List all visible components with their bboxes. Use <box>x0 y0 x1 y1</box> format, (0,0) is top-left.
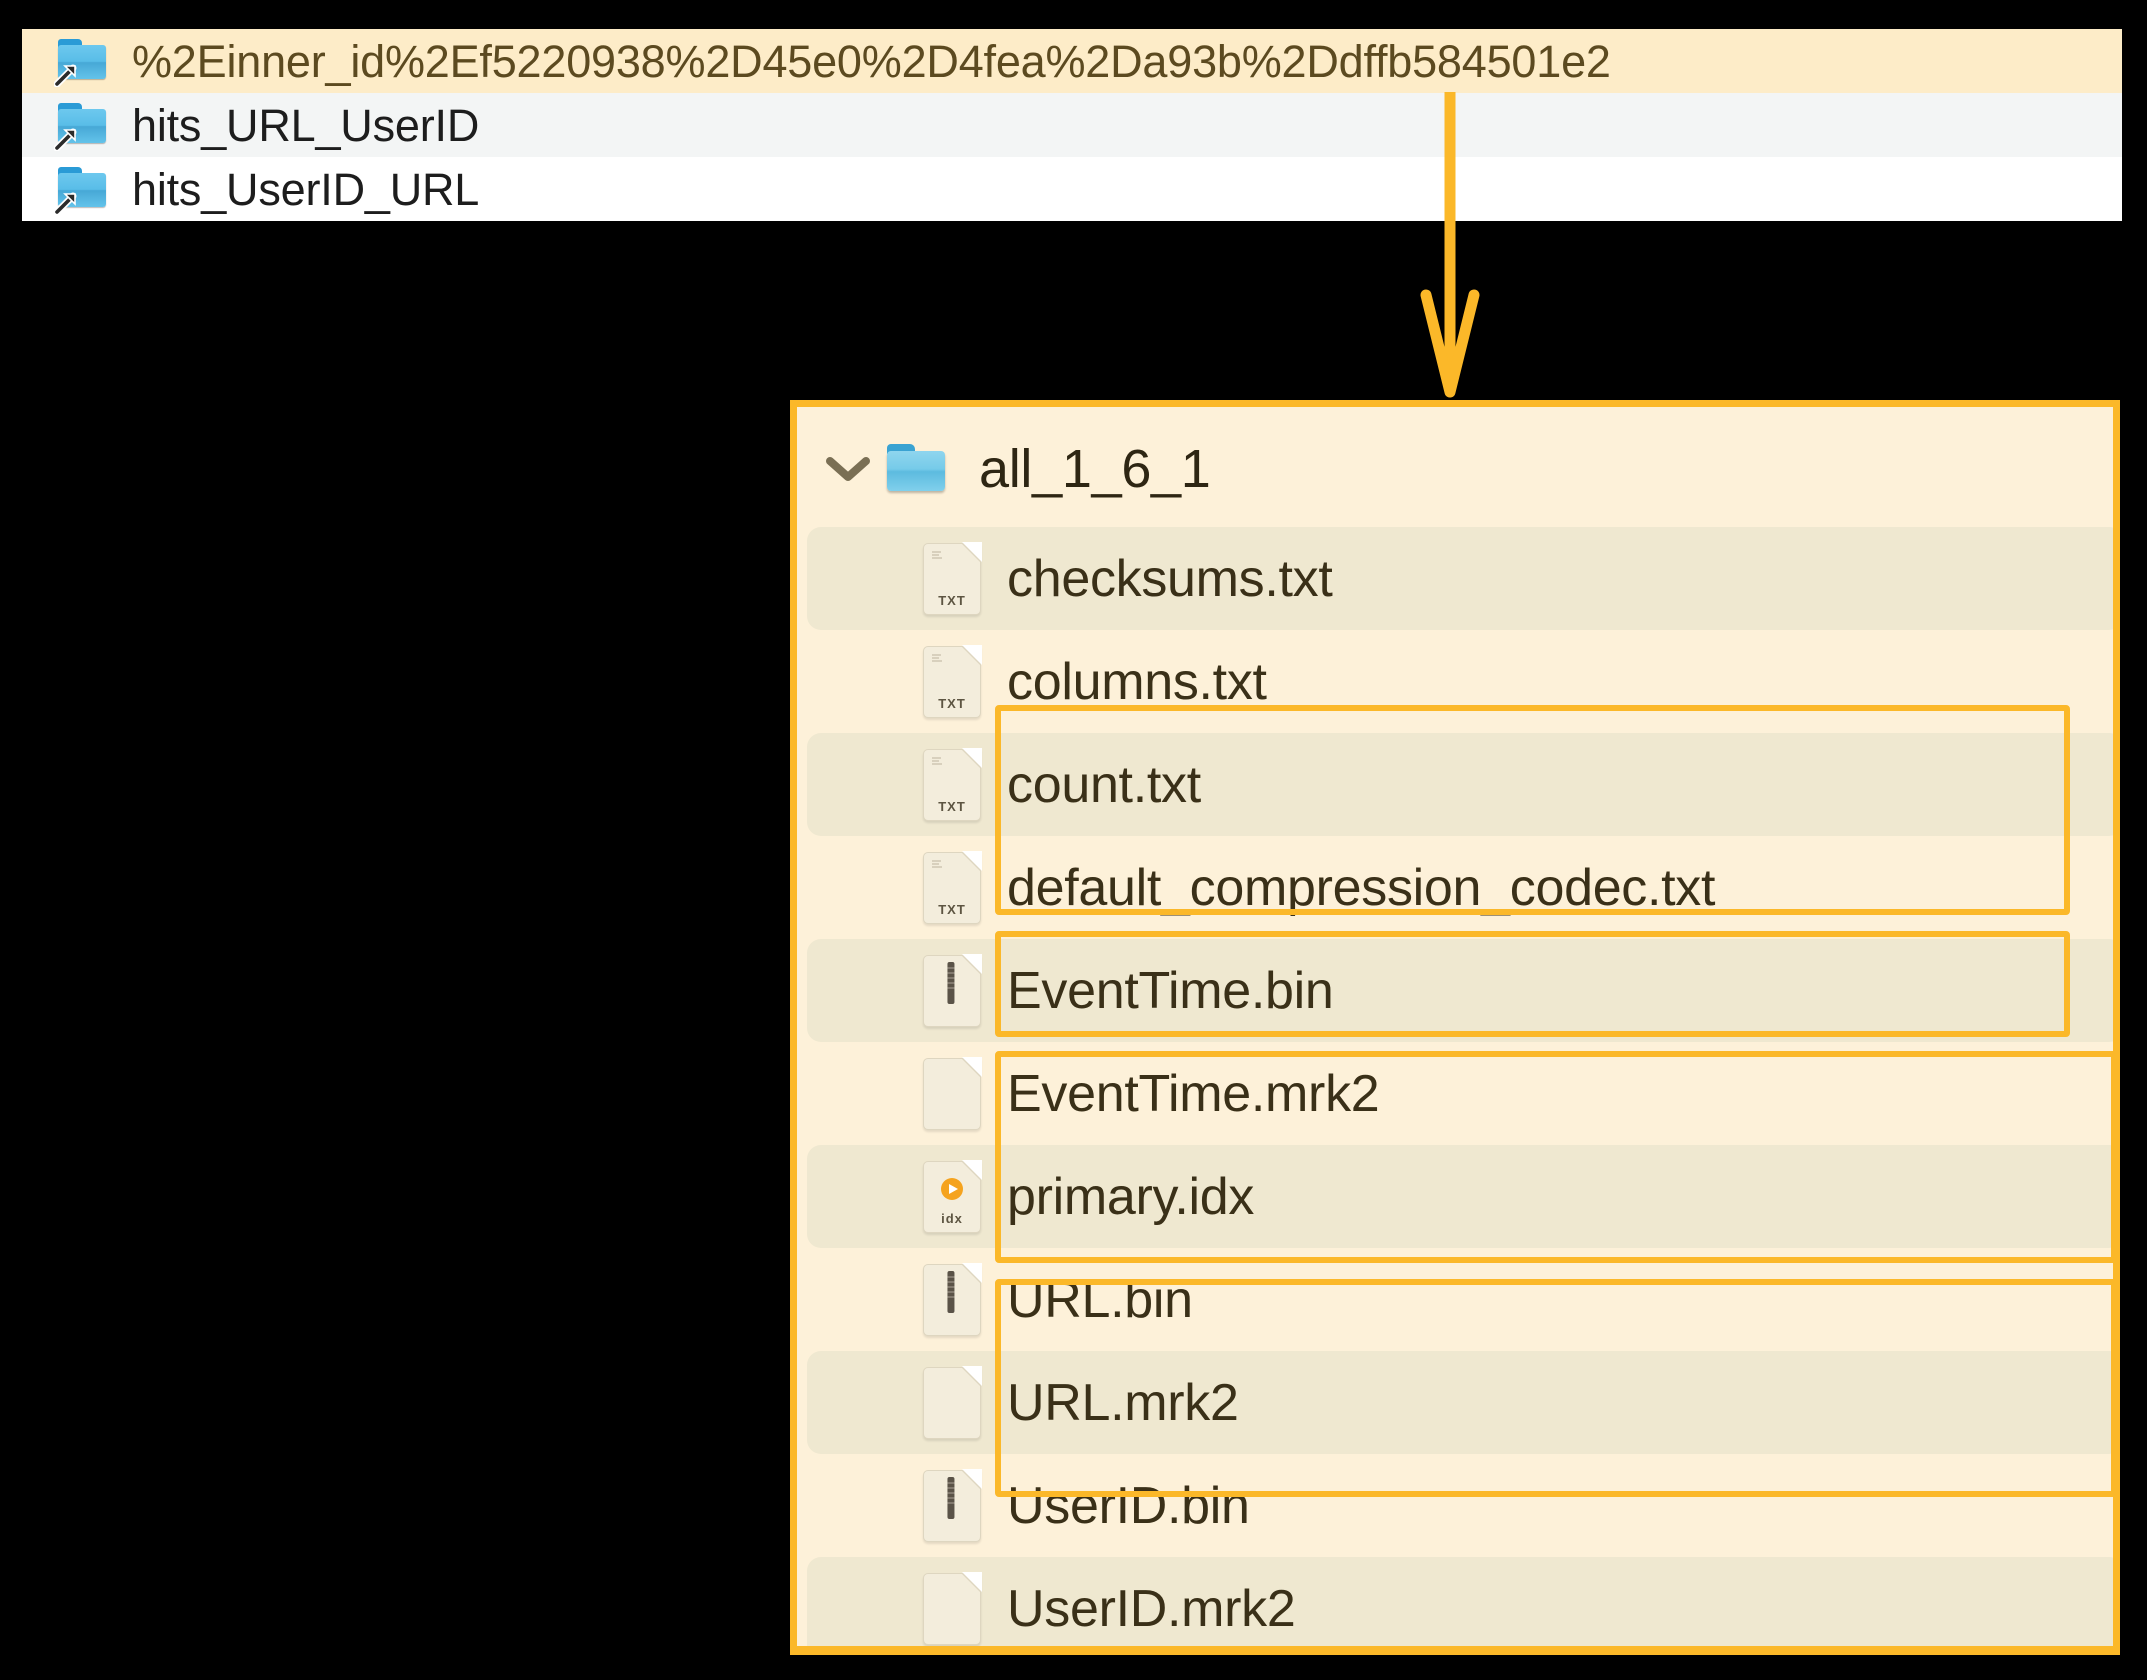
chevron-down-icon[interactable] <box>825 455 871 483</box>
folder-shortcut-list[interactable]: %2Einner_id%2Ef5220938%2D45e0%2D4fea%2Da… <box>22 29 2122 221</box>
txt-file-icon: TXT <box>923 541 982 615</box>
file-name: EventTime.bin <box>1007 961 1334 1020</box>
file-name: default_compression_codec.txt <box>1007 858 1716 917</box>
file-name: URL.mrk2 <box>1007 1373 1239 1432</box>
file-type-tag: TXT <box>938 901 966 917</box>
file-type-tag: TXT <box>938 592 966 608</box>
bin-file-icon <box>923 953 982 1027</box>
blank-file-icon <box>923 1056 982 1130</box>
file-row[interactable]: idx primary.idx <box>797 1145 2113 1248</box>
file-row[interactable]: UserID.bin <box>797 1454 2113 1557</box>
folder-open-icon <box>887 444 949 494</box>
file-row[interactable]: URL.mrk2 <box>797 1351 2113 1454</box>
list-item-label: hits_URL_UserID <box>132 99 480 151</box>
list-item-label: %2Einner_id%2Ef5220938%2D45e0%2D4fea%2Da… <box>132 35 1611 87</box>
list-item[interactable]: %2Einner_id%2Ef5220938%2D45e0%2D4fea%2Da… <box>22 29 2122 93</box>
down-arrow-connector <box>1420 92 1480 398</box>
file-row[interactable]: EventTime.mrk2 <box>797 1042 2113 1145</box>
blank-file-icon <box>923 1571 982 1645</box>
blank-file-icon <box>923 1365 982 1439</box>
file-name: columns.txt <box>1007 652 1267 711</box>
file-type-tag: idx <box>941 1210 963 1226</box>
list-item[interactable]: hits_UserID_URL <box>22 157 2122 221</box>
txt-file-icon: TXT <box>923 850 982 924</box>
folder-shortcut-icon <box>54 167 110 215</box>
file-row[interactable]: TXT checksums.txt <box>797 527 2113 630</box>
bin-file-icon <box>923 1262 982 1336</box>
file-row[interactable]: EventTime.bin <box>797 939 2113 1042</box>
file-row[interactable]: TXT columns.txt <box>797 630 2113 733</box>
shortcut-arrow-icon <box>54 192 77 215</box>
file-name: count.txt <box>1007 755 1201 814</box>
list-item[interactable]: hits_URL_UserID <box>22 93 2122 157</box>
folder-shortcut-icon <box>54 39 110 87</box>
file-row[interactable]: UserID.mrk2 <box>797 1557 2113 1646</box>
file-row[interactable]: URL.bin <box>797 1248 2113 1351</box>
file-name: UserID.mrk2 <box>1007 1579 1296 1638</box>
directory-name: all_1_6_1 <box>979 439 1211 499</box>
part-directory-listing[interactable]: all_1_6_1 TXT checksums.txt TXT columns.… <box>790 400 2120 1655</box>
txt-file-icon: TXT <box>923 747 982 821</box>
file-name: EventTime.mrk2 <box>1007 1064 1380 1123</box>
file-name: primary.idx <box>1007 1167 1255 1226</box>
shortcut-arrow-icon <box>54 128 77 151</box>
list-item-label: hits_UserID_URL <box>132 163 480 215</box>
txt-file-icon: TXT <box>923 644 982 718</box>
bin-file-icon <box>923 1468 982 1542</box>
shortcut-arrow-icon <box>54 64 77 87</box>
file-row[interactable]: TXT count.txt <box>797 733 2113 836</box>
file-row[interactable]: TXT default_compression_codec.txt <box>797 836 2113 939</box>
folder-shortcut-icon <box>54 103 110 151</box>
file-type-tag: TXT <box>938 695 966 711</box>
idx-file-icon: idx <box>923 1159 982 1233</box>
file-name: URL.bin <box>1007 1270 1193 1329</box>
file-name: checksums.txt <box>1007 549 1333 608</box>
file-type-tag: TXT <box>938 798 966 814</box>
directory-header-row[interactable]: all_1_6_1 <box>797 411 2113 527</box>
file-name: UserID.bin <box>1007 1476 1250 1535</box>
